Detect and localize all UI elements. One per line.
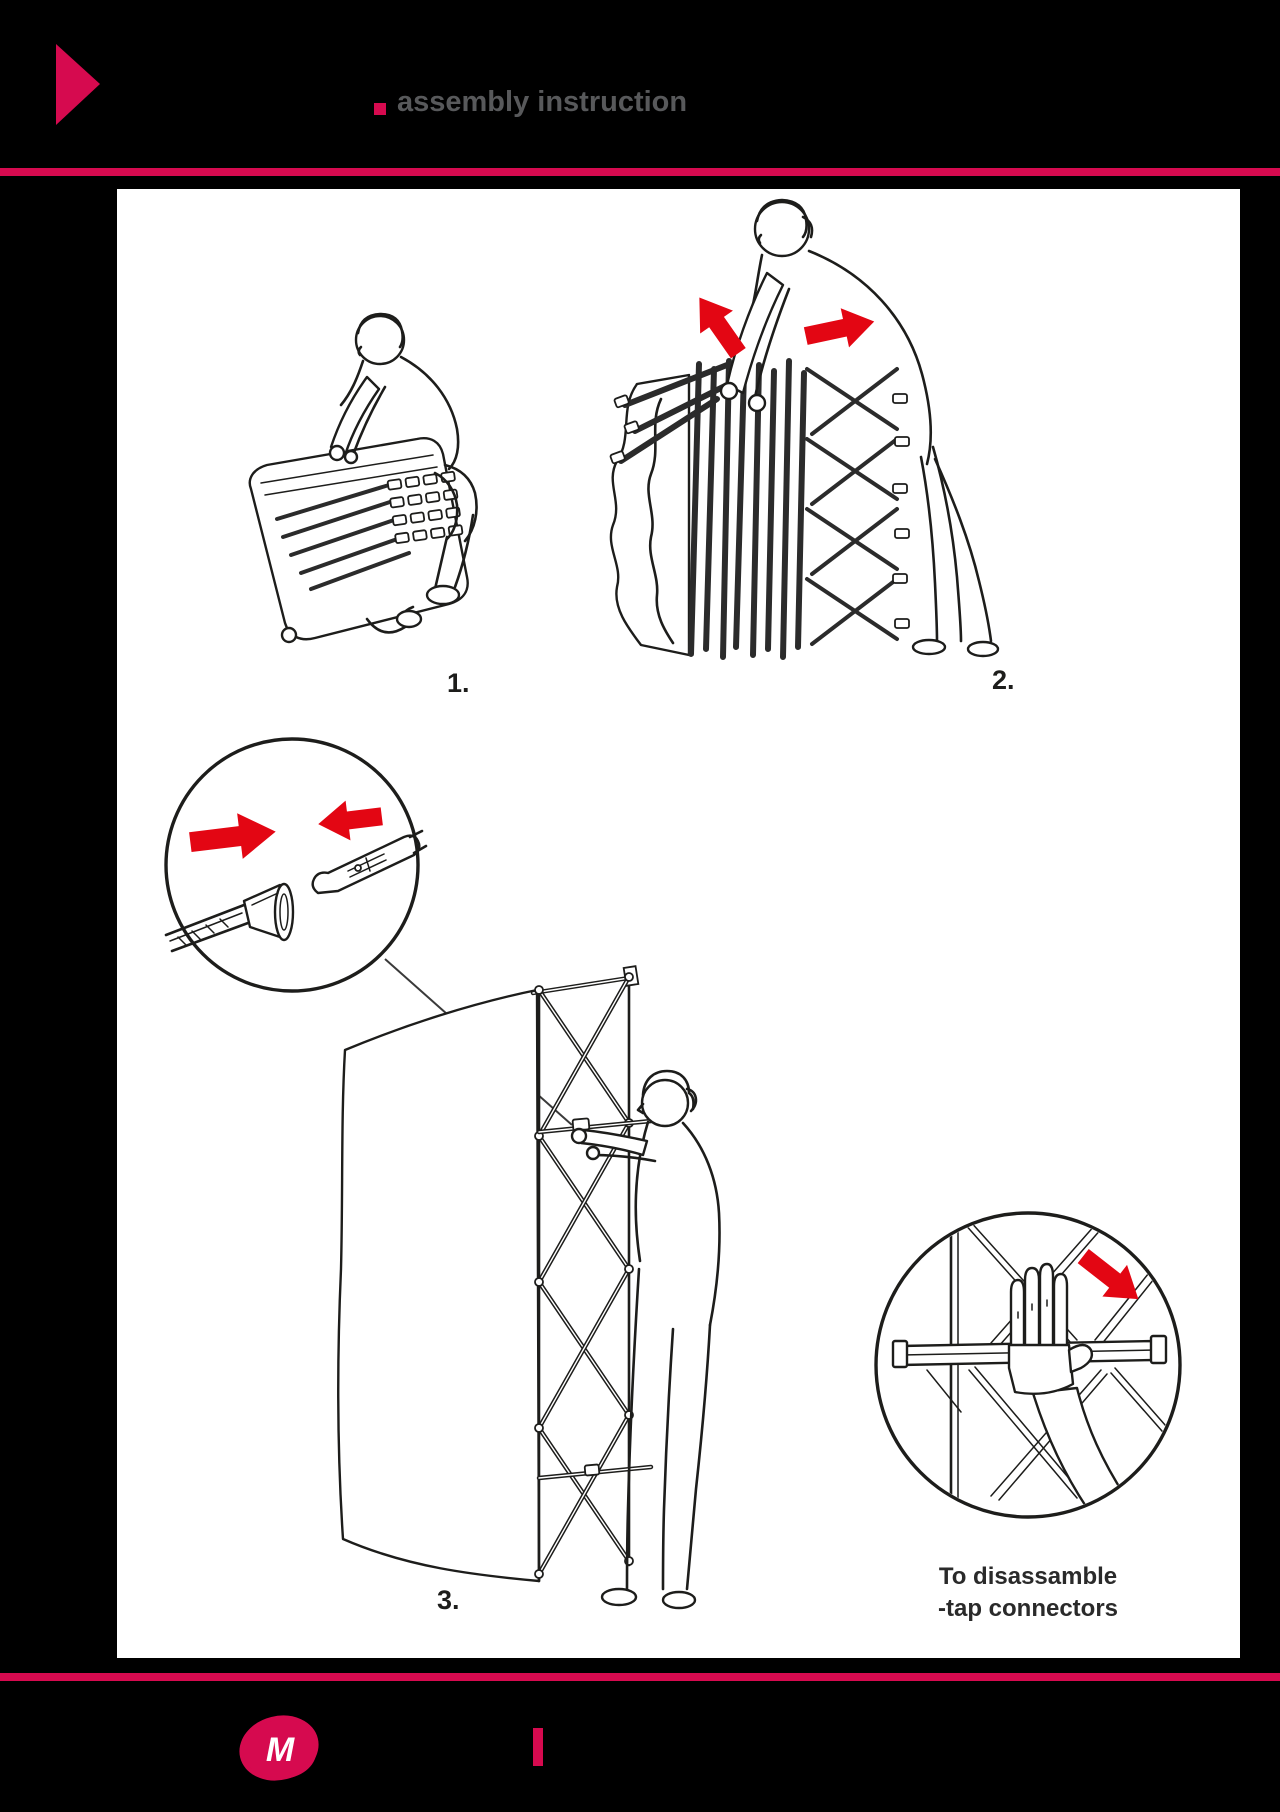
inset-circle-outline	[164, 737, 420, 993]
header-rule	[0, 168, 1280, 176]
disassemble-inset	[874, 1211, 1182, 1519]
inset-circle-outline	[874, 1211, 1182, 1519]
connector-bar-low	[536, 1463, 654, 1481]
push-arrow-left-icon	[318, 800, 383, 841]
tapping-hand	[1007, 1262, 1127, 1510]
disassemble-arrow-icon	[1077, 1248, 1139, 1300]
transport-case	[248, 437, 469, 644]
brand-logo: M	[239, 1715, 319, 1781]
expand-arrow-right-icon	[803, 308, 875, 348]
page-title: assembly instruction	[397, 86, 688, 118]
step-1-illustration	[248, 312, 478, 644]
step-1-label: 1.	[447, 668, 470, 698]
footer-divider-bar	[533, 1728, 543, 1766]
disassemble-caption-line-1: To disassamble	[938, 1563, 1118, 1590]
person-expanding	[719, 198, 1000, 658]
expand-arrow-up-left-icon	[699, 297, 746, 359]
connector-bar-mid	[536, 1117, 654, 1135]
step-2-label: 2.	[992, 665, 1015, 695]
graphic-panel-fabric	[337, 988, 541, 1583]
popup-frame	[530, 965, 654, 1583]
person-unpacking	[328, 312, 478, 629]
disassemble-caption-line-2: -tap connectors	[937, 1595, 1119, 1622]
disassemble-caption: To disassamble -tap connectors	[860, 1561, 1196, 1625]
push-arrow-right-icon	[189, 813, 276, 859]
connector-inset	[164, 737, 428, 993]
disassemble-detail	[891, 1215, 1174, 1515]
person-assembling	[570, 1069, 721, 1610]
content-panel: 1.	[117, 189, 1240, 1658]
footer-rule	[0, 1673, 1280, 1681]
step-3-illustration	[337, 965, 721, 1610]
step-3-label: 3.	[437, 1585, 460, 1615]
brand-triangle-icon	[56, 44, 100, 125]
collapsed-lattice	[609, 358, 910, 660]
title-bullet-icon	[374, 103, 386, 115]
brand-logo-letter: M	[266, 1731, 295, 1769]
connector-detail	[164, 829, 428, 953]
step-2-illustration	[609, 198, 1000, 660]
